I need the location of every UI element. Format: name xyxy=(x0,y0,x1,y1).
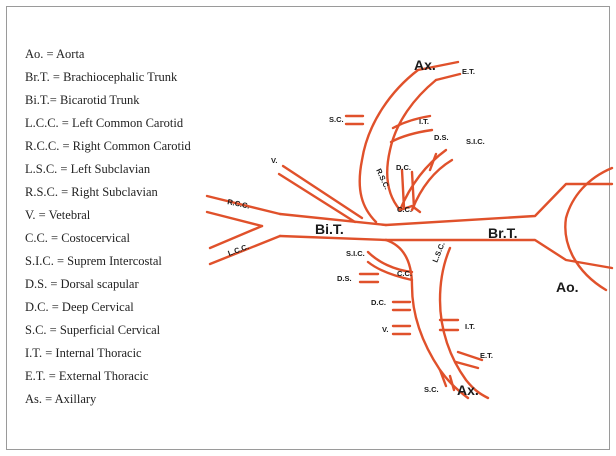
right-common-carotid-vessel xyxy=(205,210,264,228)
superficial-cervical-label: S.C. xyxy=(424,385,439,394)
legend-item: As. = Axillary xyxy=(25,392,97,406)
right-common-carotid-vessel xyxy=(205,194,282,216)
legend-item: D.S. = Dorsal scapular xyxy=(25,277,139,291)
external-thoracic-vessel xyxy=(456,350,484,362)
left-subclavian-vessel xyxy=(438,246,490,400)
axillary-label: Ax. xyxy=(457,382,479,398)
right-subclavian-vessel xyxy=(358,68,420,224)
superficial-cervical-label: S.C. xyxy=(329,115,344,124)
legend-item: S.I.C. = Suprem Intercostal xyxy=(25,254,162,268)
left-common-carotid-vessel xyxy=(208,234,282,266)
costocervical-label: C.C. xyxy=(397,269,412,278)
suprem-intercostal-label: S.I.C. xyxy=(346,249,365,258)
deep-cervical-label: D.C. xyxy=(371,298,386,307)
abbreviation-legend: Ao. = Aorta Br.T. = Brachiocephalic Trun… xyxy=(25,43,191,411)
external-thoracic-vessel xyxy=(416,60,460,72)
internal-thoracic-label: I.T. xyxy=(465,322,475,331)
external-thoracic-vessel xyxy=(454,360,480,370)
external-thoracic-vessel xyxy=(434,72,462,82)
aorta-vessel xyxy=(564,166,614,292)
deep-cervical-vessel xyxy=(400,168,406,210)
bicarotid-trunk-vessel xyxy=(278,212,388,227)
vertebral-label: V. xyxy=(271,156,277,165)
legend-item: Bi.T.= Bicarotid Trunk xyxy=(25,93,140,107)
legend-item: R.S.C. = Right Subclavian xyxy=(25,185,158,199)
legend-item: E.T. = External Thoracic xyxy=(25,369,149,383)
vertebral-vessel xyxy=(277,172,357,224)
left-common-carotid-vessel xyxy=(208,224,264,250)
legend-item: V. = Vetebral xyxy=(25,208,91,222)
right-subclavian-vessel xyxy=(386,78,438,212)
legend-item: Ao. = Aorta xyxy=(25,47,85,61)
right-subclavian-label: R.S.C. xyxy=(374,167,391,191)
suprem-intercostal-vessel xyxy=(366,260,414,282)
left-common-carotid-label: L.C.C. xyxy=(227,242,250,258)
bicarotid-trunk-label: Bi.T. xyxy=(315,221,344,237)
legend-item: D.C. = Deep Cervical xyxy=(25,300,134,314)
legend-item: R.C.C. = Right Common Carotid xyxy=(25,139,191,153)
external-thoracic-label: E.T. xyxy=(480,351,493,360)
bicarotid-trunk-vessel xyxy=(278,234,388,242)
external-thoracic-label: E.T. xyxy=(462,67,475,76)
suprem-intercostal-vessel xyxy=(366,250,414,274)
legend-item: L.C.C. = Left Common Carotid xyxy=(25,116,184,130)
legend-item: S.C. = Superficial Cervical xyxy=(25,323,161,337)
legend-item: I.T. = Internal Thoracic xyxy=(25,346,142,360)
brachiocephalic-trunk-vessel xyxy=(384,182,614,227)
brachiocephalic-trunk-vessel xyxy=(384,238,614,270)
dorsal-scapular-vessel xyxy=(428,152,438,172)
internal-thoracic-label: I.T. xyxy=(419,117,429,126)
internal-thoracic-vessel xyxy=(389,128,434,144)
vertebral-vessel xyxy=(281,164,364,220)
suprem-intercostal-label: S.I.C. xyxy=(466,137,485,146)
internal-thoracic-vessel xyxy=(391,114,432,130)
superficial-cervical-vessel xyxy=(438,368,448,388)
axillary-label: Ax. xyxy=(414,57,436,73)
legend-item: Br.T. = Brachiocephalic Trunk xyxy=(25,70,178,84)
costocervical-vessel xyxy=(398,204,422,214)
legend-item: C.C. = Costocervical xyxy=(25,231,130,245)
costocervical-label: C.C. xyxy=(397,205,412,214)
deep-cervical-label: D.C. xyxy=(396,163,411,172)
legend-item: L.S.C. = Left Subclavian xyxy=(25,162,151,176)
suprem-intercostal-vessel xyxy=(398,148,448,212)
dorsal-scapular-label: D.S. xyxy=(337,274,352,283)
brachiocephalic-trunk-label: Br.T. xyxy=(488,225,518,241)
deep-cervical-vessel xyxy=(410,170,416,210)
vertebral-label: V. xyxy=(382,325,388,334)
right-common-carotid-label: R.C.C. xyxy=(227,197,251,210)
aorta-label: Ao. xyxy=(556,279,579,295)
figure-frame: Ao. = Aorta Br.T. = Brachiocephalic Trun… xyxy=(6,6,610,450)
superficial-cervical-vessel xyxy=(448,374,456,392)
dorsal-scapular-label: D.S. xyxy=(434,133,449,142)
